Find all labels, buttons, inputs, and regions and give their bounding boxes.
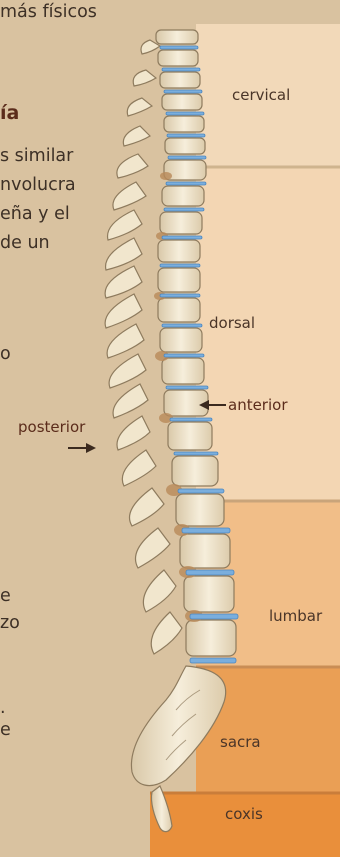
posterior-arrow-icon [68, 443, 96, 453]
posterior-label: posterior [18, 420, 85, 435]
anterior-arrow-icon [199, 400, 226, 410]
anterior-label: anterior [228, 398, 288, 413]
